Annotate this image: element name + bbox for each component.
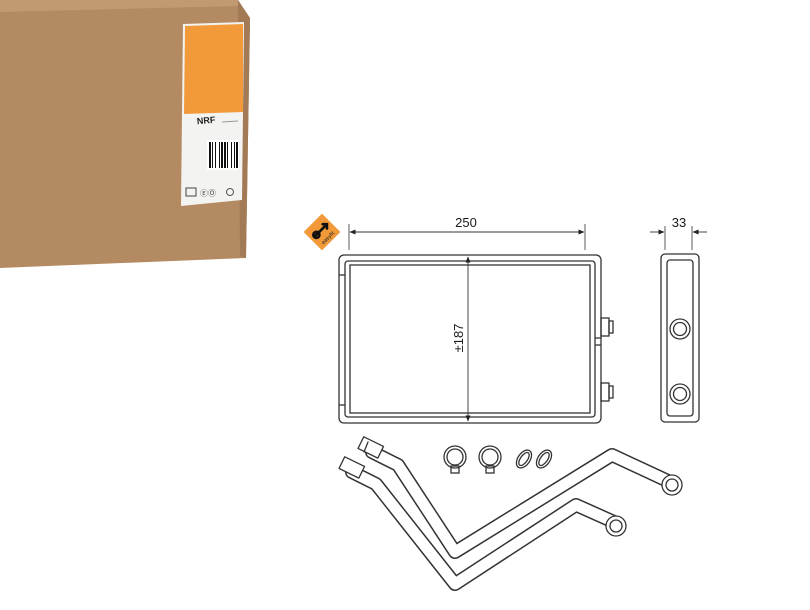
pipe-stub-lower (600, 382, 610, 402)
pipe-stub-lower-lip (608, 385, 614, 399)
dim-height-label: ±187 (451, 324, 466, 353)
o-ring-1 (515, 449, 533, 469)
o-ring-2 (535, 449, 553, 469)
hose-clamp-1 (443, 445, 467, 474)
barcode-bar (221, 142, 223, 168)
core-fins (349, 264, 591, 414)
barcode (207, 140, 239, 170)
dim-depth-label: 33 (672, 215, 686, 230)
side-frame-outer (660, 253, 700, 423)
barcode-bar (209, 142, 211, 168)
box-label: NRF ⒺⓄ (181, 22, 244, 206)
side-port-lower (669, 383, 691, 405)
pipe-upper-fitting (357, 436, 385, 459)
cert-mark-icon (185, 187, 197, 197)
heater-core-side-view (650, 226, 707, 423)
hose-clamp-2 (478, 445, 502, 474)
side-port-lower-inner (672, 386, 688, 402)
barcode-bar (215, 142, 216, 168)
accessories (443, 445, 553, 474)
pipe-lower-fill (346, 466, 620, 590)
core-frame-inner (344, 260, 596, 418)
side-frame-inner (666, 259, 694, 417)
barcode-bar (224, 142, 226, 168)
label-text-line (221, 120, 239, 123)
barcode-bar (219, 142, 220, 168)
heater-core-front-view (338, 224, 614, 424)
dim-width-label: 250 (455, 215, 477, 230)
barcode-bar (212, 142, 213, 168)
side-port-upper (669, 318, 691, 340)
wrench-icon (312, 222, 329, 240)
barcode-bar (236, 142, 238, 168)
connection-pipes (338, 436, 683, 591)
pipe-upper-fill (366, 446, 676, 558)
easyfit-badge: easyfit (303, 213, 341, 251)
pipe-lower-fitting (338, 456, 366, 479)
barcode-bar (234, 142, 235, 168)
easyfit-badge-square (303, 213, 341, 251)
pipe-upper-end-ring (661, 474, 683, 496)
ce-mark-icon: ⒺⓄ (200, 189, 216, 198)
packaging-box: NRF ⒺⓄ (0, 0, 250, 268)
box-brand-logo: NRF (196, 115, 216, 127)
core-frame-outer (338, 254, 602, 424)
pipe-stub-upper (600, 317, 610, 337)
pipe-lower-end-ring (605, 515, 627, 537)
recycle-icon (226, 188, 234, 196)
pipe-stub-upper-lip (608, 320, 614, 334)
side-port-upper-inner (672, 321, 688, 337)
barcode-bar (227, 142, 228, 168)
label-orange-band (184, 24, 243, 114)
barcode-bar (231, 142, 232, 168)
